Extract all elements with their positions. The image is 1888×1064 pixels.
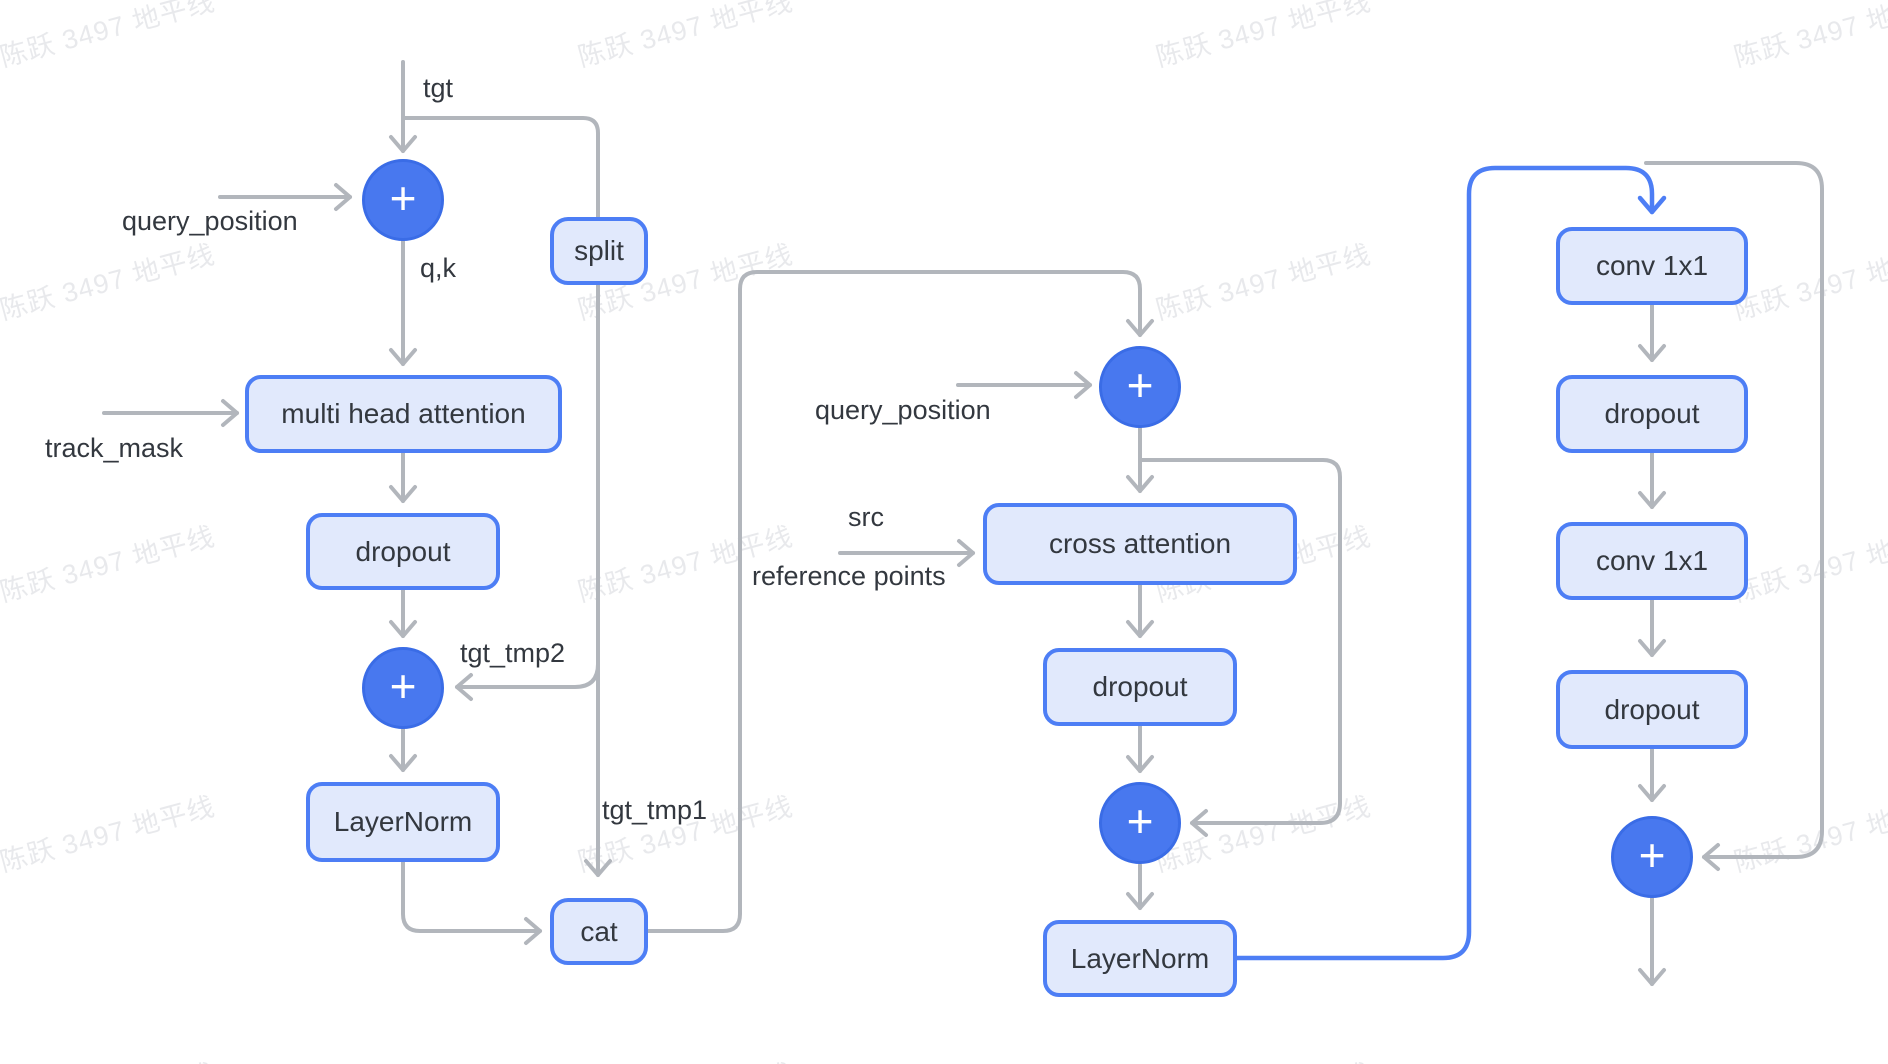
edge-add3-residual-to-add4 — [1138, 458, 1342, 837]
node-dropout-left: dropout — [306, 513, 500, 590]
label-query-position-mid: query_position — [815, 395, 991, 425]
plus-icon: + — [389, 172, 417, 224]
plus-icon: + — [1126, 359, 1154, 411]
edge-layernorm-to-cat — [401, 860, 542, 945]
add-node-2: + — [362, 647, 444, 729]
edge-cat-to-add3 — [646, 270, 1154, 933]
label-query-position-left: query_position — [122, 206, 298, 236]
add-node-5: + — [1611, 816, 1693, 898]
plus-icon: + — [389, 660, 417, 712]
node-dropout-right-2: dropout — [1556, 670, 1748, 749]
label-tgt: tgt — [423, 73, 454, 103]
node-dropout-mid: dropout — [1043, 648, 1237, 726]
label-src: src — [848, 502, 884, 532]
label-qk: q,k — [420, 253, 457, 283]
node-multi-head-attention: multi head attention — [245, 375, 562, 453]
node-layernorm-left: LayerNorm — [306, 782, 500, 862]
node-layernorm-mid: LayerNorm — [1043, 920, 1237, 997]
plus-icon: + — [1638, 829, 1666, 881]
add-node-3: + — [1099, 346, 1181, 428]
edge-split-to-add2-tgt-tmp2 — [455, 662, 600, 701]
node-dropout-right-1: dropout — [1556, 375, 1748, 453]
edge-layernorm-to-conv1-blue — [1234, 165, 1667, 961]
node-cat: cat — [550, 898, 648, 965]
label-track-mask: track_mask — [45, 433, 184, 463]
node-conv1x1-top: conv 1x1 — [1556, 227, 1748, 305]
add-node-1: + — [362, 159, 444, 241]
label-tgt-tmp1: tgt_tmp1 — [602, 795, 708, 825]
edge-tgt-branch-to-split — [401, 116, 612, 877]
node-split: split — [550, 217, 648, 285]
node-cross-attention: cross attention — [983, 503, 1297, 585]
label-reference-points: reference points — [752, 561, 946, 591]
add-node-4: + — [1099, 782, 1181, 864]
node-conv1x1-bottom: conv 1x1 — [1556, 522, 1748, 600]
plus-icon: + — [1126, 795, 1154, 847]
edge-ffn-residual — [1644, 161, 1824, 871]
label-tgt-tmp2: tgt_tmp2 — [460, 638, 566, 668]
